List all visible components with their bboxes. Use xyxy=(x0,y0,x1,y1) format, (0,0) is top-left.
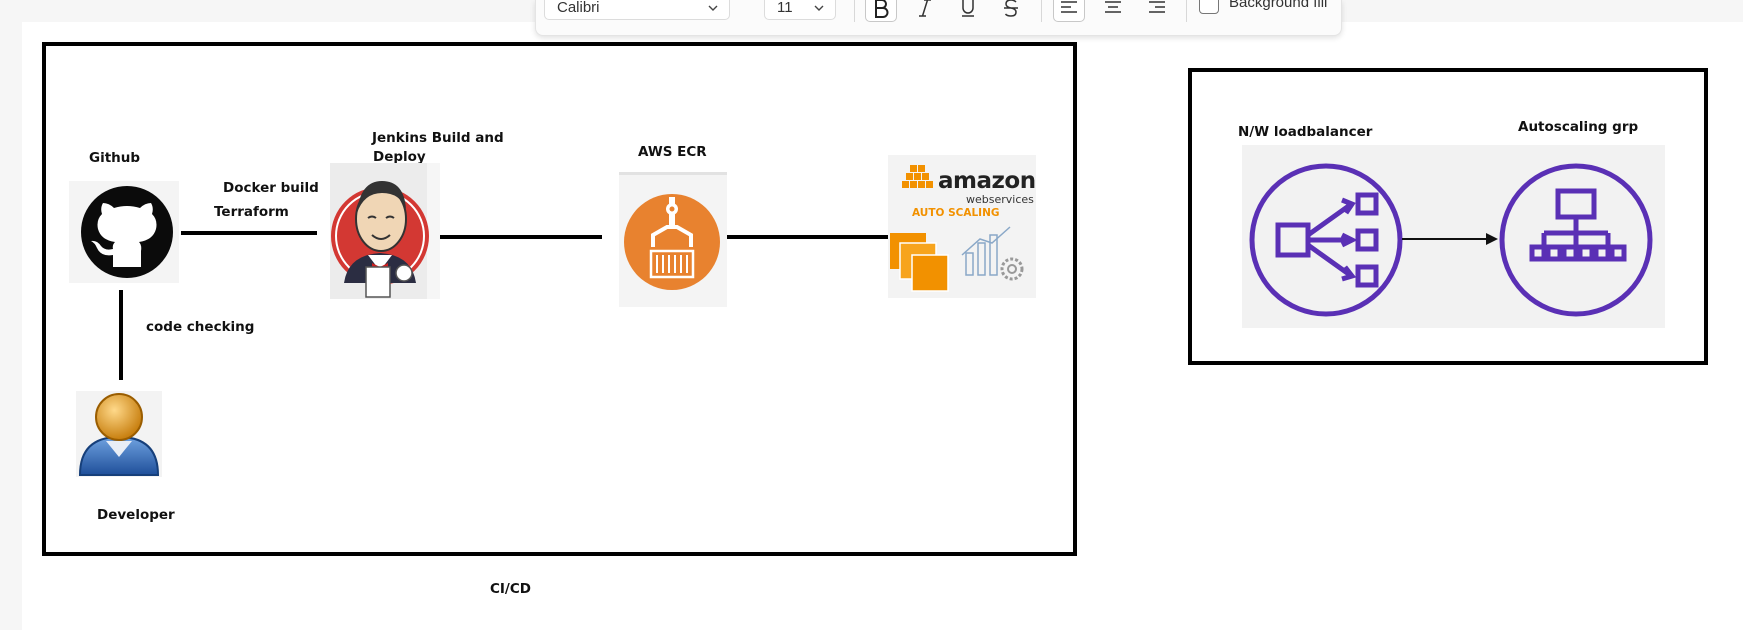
jenkins-icon xyxy=(331,163,440,299)
toolbar-divider xyxy=(1041,0,1042,22)
github-logo-image[interactable] xyxy=(69,181,179,283)
jenkins-logo-image[interactable] xyxy=(330,163,440,299)
background-fill-checkbox[interactable] xyxy=(1199,0,1219,14)
github-icon xyxy=(81,186,173,278)
underline-icon xyxy=(962,0,974,17)
aws-autoscaling-icon xyxy=(890,165,1024,292)
nw-loadbalancer-label: N/W loadbalancer xyxy=(1238,124,1373,140)
github-to-jenkins-connector xyxy=(181,231,317,235)
toolbar-divider xyxy=(854,0,855,22)
italic-button[interactable] xyxy=(909,0,941,22)
aws-ecr-logo-image[interactable] xyxy=(619,172,727,307)
ecr-to-autoscaling-connector xyxy=(725,235,890,239)
lb-asg-diagram-svg xyxy=(1249,163,1653,317)
aws-autoscaling-text: AUTO SCALING xyxy=(912,207,1000,219)
chevron-down-icon xyxy=(708,5,718,11)
ecr-container-icon xyxy=(624,194,720,290)
code-checking-label: code checking xyxy=(146,319,255,335)
aws-logo-subtext: webservices xyxy=(966,193,1034,206)
lb-asg-diagram-image[interactable] xyxy=(1242,145,1665,328)
toolbar-divider xyxy=(1186,0,1187,22)
terraform-label: Terraform xyxy=(214,204,289,220)
strikethrough-icon xyxy=(1004,0,1018,17)
strikethrough-button[interactable] xyxy=(995,0,1027,22)
font-size-value: 11 xyxy=(777,0,793,16)
jenkins-to-ecr-connector xyxy=(438,235,602,239)
user-icon xyxy=(78,393,160,476)
bold-icon xyxy=(875,0,889,18)
jenkins-label-line2: Deploy xyxy=(373,149,426,165)
autoscaling-group-icon xyxy=(1499,163,1653,317)
font-family-dropdown[interactable]: Calibri xyxy=(544,0,730,20)
aws-ecr-label: AWS ECR xyxy=(638,144,707,160)
developer-user-image[interactable] xyxy=(76,391,162,477)
align-left-button[interactable] xyxy=(1053,0,1085,22)
align-left-icon xyxy=(1061,1,1077,13)
bold-button[interactable] xyxy=(865,0,897,22)
align-center-button[interactable] xyxy=(1097,0,1129,22)
arrow-icon xyxy=(1402,233,1498,245)
cicd-diagram-frame[interactable] xyxy=(42,42,1077,556)
docker-build-label: Docker build xyxy=(223,180,319,196)
align-center-icon xyxy=(1105,1,1121,13)
aws-logo-word: amazon xyxy=(938,168,1036,194)
align-right-button[interactable] xyxy=(1141,0,1173,22)
format-toolbar: Calibri 11 Background fill xyxy=(535,0,1342,36)
chevron-down-icon xyxy=(814,5,824,11)
aws-autoscaling-logo-image[interactable]: amazon webservices AUTO SCALING xyxy=(888,155,1036,298)
italic-icon xyxy=(919,0,931,17)
font-size-dropdown[interactable]: 11 xyxy=(764,0,836,20)
background-fill-label: Background fill xyxy=(1229,0,1328,11)
autoscaling-grp-label: Autoscaling grp xyxy=(1518,119,1639,135)
developer-label: Developer xyxy=(97,507,175,523)
load-balancer-icon xyxy=(1249,163,1403,317)
align-right-icon xyxy=(1149,1,1165,13)
github-to-developer-connector xyxy=(119,290,123,380)
github-label: Github xyxy=(89,150,141,166)
font-family-value: Calibri xyxy=(557,0,600,16)
underline-button[interactable] xyxy=(952,0,984,22)
jenkins-label-line1: Jenkins Build and xyxy=(372,130,504,146)
cicd-caption: CI/CD xyxy=(490,581,531,597)
